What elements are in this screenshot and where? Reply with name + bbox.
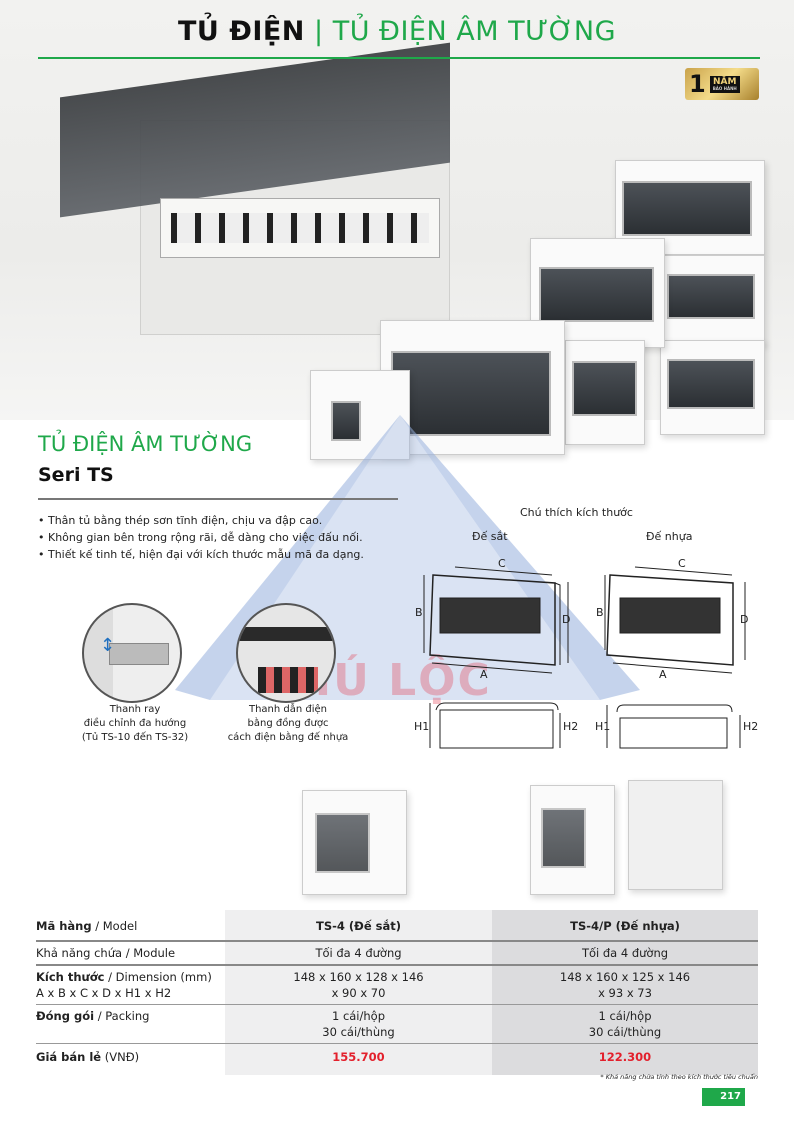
caption-line: Thanh dẫn điện <box>248 704 328 715</box>
title-divider <box>38 57 760 59</box>
cell-value: x 93 x 73 <box>598 986 652 1000</box>
section-divider <box>38 498 398 500</box>
price-ts4p: 122.300 <box>492 1043 758 1075</box>
caption-line: Thanh ray <box>109 704 161 715</box>
table-row-price: Giá bán lẻ (VNĐ) 155.700 122.300 <box>36 1043 758 1075</box>
product-image-ts4 <box>302 790 407 895</box>
section-title: TỦ ĐIỆN ÂM TƯỜNG <box>38 432 253 456</box>
warranty-line1: NĂM <box>713 76 737 87</box>
title-separator: | <box>314 16 324 47</box>
model-ts4: TS-4 (Đế sắt) <box>225 910 492 942</box>
cabinet-image <box>660 340 765 435</box>
bullet-item: • Không gian bên trong rộng rãi, dễ dàng… <box>38 531 363 544</box>
variant-label-steel: Đế sắt <box>472 530 508 543</box>
busbar-caption: Thanh dẫn điện bằng đồng được cách điện … <box>208 703 368 745</box>
warranty-line2: BẢO HÀNH <box>712 85 737 91</box>
row-label-bold: Giá bán lẻ <box>36 1050 102 1064</box>
caption-line: bằng đồng được <box>247 718 329 729</box>
cell-value: 1 cái/hộp <box>598 1009 652 1023</box>
caption-line: (Tủ TS-10 đến TS-32) <box>81 732 189 743</box>
spec-table: Mã hàng / Model TS-4 (Đế sắt) TS-4/P (Đế… <box>36 910 758 1075</box>
row-label-bold: Kích thước <box>36 970 105 984</box>
cell-value: Tối đa 4 đường <box>225 941 492 966</box>
bullet-item: • Thiết kế tinh tế, hiện đại với kích th… <box>38 548 364 561</box>
busbar-detail-image <box>236 603 336 703</box>
row-label-sub: A x B x C x D x H1 x H2 <box>36 986 172 1000</box>
page-number: 217 <box>702 1088 745 1106</box>
dim-label-h2: H2 <box>563 720 579 733</box>
dimension-diagram-title: Chú thích kích thước <box>520 506 633 519</box>
dim-label-h1: H1 <box>414 720 430 733</box>
cabinet-image <box>660 255 765 345</box>
bullet-item: • Thân tủ bằng thép sơn tĩnh điện, chịu … <box>38 514 323 527</box>
table-row-packing: Đóng gói / Packing 1 cái/hộp 30 cái/thùng… <box>36 1004 758 1044</box>
product-image-ts4p <box>530 785 615 895</box>
table-row-model: Mã hàng / Model TS-4 (Đế sắt) TS-4/P (Đế… <box>36 910 758 942</box>
hero-image <box>0 0 794 460</box>
row-label: / Packing <box>94 1009 150 1023</box>
caption-line: điều chỉnh đa hướng <box>83 718 187 729</box>
title-subcategory: TỦ ĐIỆN ÂM TƯỜNG <box>332 16 617 47</box>
footnote: * Khả năng chứa tính theo kích thước tiê… <box>600 1073 758 1081</box>
row-label-bold: Mã hàng <box>36 919 92 933</box>
feature-bullets: • Thân tủ bằng thép sơn tĩnh điện, chịu … <box>38 512 364 563</box>
variant-label-plastic: Đế nhựa <box>646 530 693 543</box>
table-row-module: Khả năng chứa / Module Tối đa 4 đường Tố… <box>36 941 758 966</box>
rail-detail-image: ↕ <box>82 603 182 703</box>
cell-value: 30 cái/thùng <box>588 1025 662 1039</box>
dim-label-h1: H1 <box>595 720 611 733</box>
caption-line: cách điện bằng đế nhựa <box>227 732 349 743</box>
breaker-row <box>160 198 440 258</box>
dim-label-d: D <box>740 613 749 626</box>
product-image-ts4p-back <box>628 780 723 890</box>
cell-value: 148 x 160 x 125 x 146 <box>559 970 691 984</box>
page-title: TỦ ĐIỆN | TỦ ĐIỆN ÂM TƯỜNG <box>0 16 794 47</box>
cell-value: 1 cái/hộp <box>331 1009 386 1023</box>
cell-value: Tối đa 4 đường <box>492 941 758 966</box>
dimension-diagram <box>423 566 746 749</box>
dim-label-b: B <box>415 606 423 619</box>
table-row-dimension: Kích thước / Dimension (mm) A x B x C x D… <box>36 965 758 1005</box>
dim-label-c: C <box>498 557 506 570</box>
cabinet-image <box>565 340 645 445</box>
dim-label-c: C <box>678 557 686 570</box>
model-ts4p: TS-4/P (Đế nhựa) <box>492 910 758 942</box>
dim-label-b: B <box>596 606 604 619</box>
row-label: / Model <box>91 919 138 933</box>
small-cabinet-image <box>310 370 410 460</box>
warranty-years: 1 <box>689 70 706 98</box>
series-name: Seri TS <box>38 464 114 486</box>
dim-label-d: D <box>562 613 571 626</box>
row-label-bold: Đóng gói <box>36 1009 95 1023</box>
row-label: / Dimension (mm) <box>104 970 212 984</box>
cell-value: 30 cái/thùng <box>322 1025 395 1039</box>
dim-label-a: A <box>480 668 488 681</box>
cell-value: x 90 x 70 <box>331 986 386 1000</box>
price-ts4: 155.700 <box>225 1043 492 1075</box>
dim-label-h2: H2 <box>743 720 759 733</box>
rail-caption: Thanh ray điều chỉnh đa hướng (Tủ TS-10 … <box>60 703 210 745</box>
cell-value: 148 x 160 x 128 x 146 <box>293 970 424 984</box>
dim-label-a: A <box>659 668 667 681</box>
row-label: (VNĐ) <box>101 1050 140 1064</box>
title-category: TỦ ĐIỆN <box>177 16 305 47</box>
row-label: Khả năng chứa / Module <box>36 941 225 966</box>
